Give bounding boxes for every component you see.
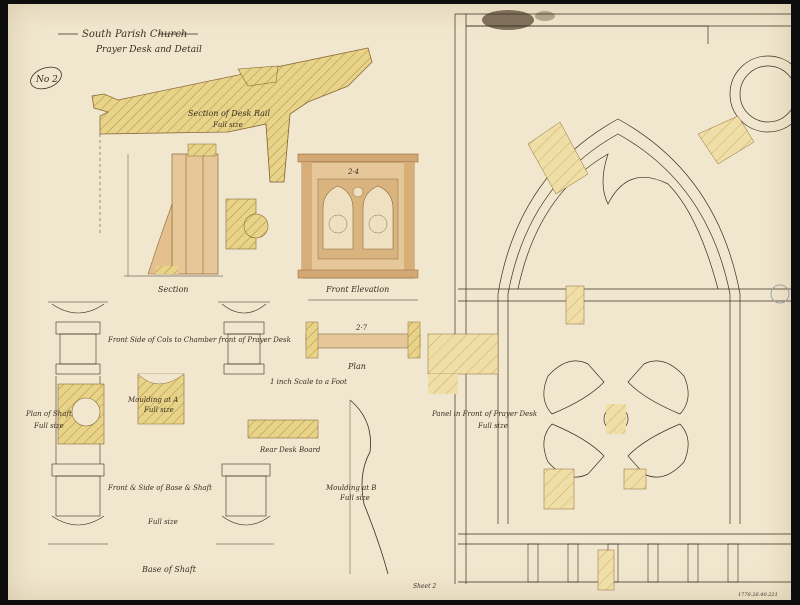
panel-arch	[454, 13, 791, 584]
moulding-b: Moulding at B Full size	[325, 399, 389, 575]
sheet-number-oval	[30, 66, 62, 90]
architectural-drawing: South Parish Church Prayer Desk and Deta…	[25, 10, 791, 598]
svg-text:1 inch Scale to a Foot: 1 inch Scale to a Foot	[270, 378, 347, 386]
panel-posts	[527, 543, 739, 583]
plan-of-shaft: Plan of Shaft Full size	[25, 383, 105, 445]
archive-stamp	[770, 284, 790, 304]
ink-stain	[482, 10, 534, 30]
desk-rail-section: Section of Desk Rail Full size	[91, 47, 373, 234]
title-block: South Parish Church Prayer Desk and Deta…	[30, 29, 202, 90]
svg-text:2·4: 2·4	[347, 168, 359, 176]
svg-text:Section: Section	[158, 285, 188, 294]
panel-hatched-sections	[427, 115, 755, 591]
drawing-sheet: South Parish Church Prayer Desk and Deta…	[8, 4, 791, 600]
sheet-title: South Parish Church	[82, 29, 187, 40]
svg-text:Front & Side of Base & Shaft: Front & Side of Base & Shaft	[107, 484, 212, 492]
svg-text:Front Elevation: Front Elevation	[325, 285, 389, 294]
svg-text:Panel in Front of Prayer Desk: Panel in Front of Prayer Desk	[431, 410, 537, 418]
svg-text:Full size: Full size	[212, 121, 243, 129]
svg-text:Plan of Shaft: Plan of Shaft	[25, 410, 72, 418]
svg-text:Plan: Plan	[347, 362, 366, 371]
desk-section-view: Section	[124, 143, 269, 294]
svg-text:Full size: Full size	[339, 494, 370, 502]
front-elevation: 2·4 Front Elevation	[297, 153, 419, 294]
svg-text:Full size: Full size	[33, 422, 64, 430]
label-section-desk: Section of Desk Rail	[188, 109, 270, 118]
sheet-number: No 2	[35, 75, 58, 85]
svg-text:Moulding at B: Moulding at B	[325, 484, 376, 492]
sheet-subtitle: Prayer Desk and Detail	[95, 45, 202, 55]
svg-text:Moulding at A: Moulding at A	[127, 396, 178, 404]
shaft-details	[48, 301, 274, 545]
moulding-a: Moulding at A Full size	[127, 373, 185, 425]
svg-text:2·7: 2·7	[355, 324, 368, 332]
rear-desk-board: Rear Desk Board	[247, 419, 321, 454]
svg-text:Full size: Full size	[147, 518, 178, 526]
svg-text:Rear Desk Board: Rear Desk Board	[259, 446, 321, 454]
svg-text:1770.26.40.221: 1770.26.40.221	[738, 592, 778, 598]
svg-text:Full size: Full size	[143, 406, 174, 414]
svg-text:Front Side of Cols to Chamber: Front Side of Cols to Chamber front of P…	[107, 336, 291, 344]
svg-text:Base of Shaft: Base of Shaft	[141, 565, 197, 574]
svg-text:Sheet 2: Sheet 2	[413, 583, 436, 590]
svg-text:Full size: Full size	[477, 422, 508, 430]
plan-view: 2·7 Plan 1 inch Scale to a Foot	[270, 299, 421, 386]
